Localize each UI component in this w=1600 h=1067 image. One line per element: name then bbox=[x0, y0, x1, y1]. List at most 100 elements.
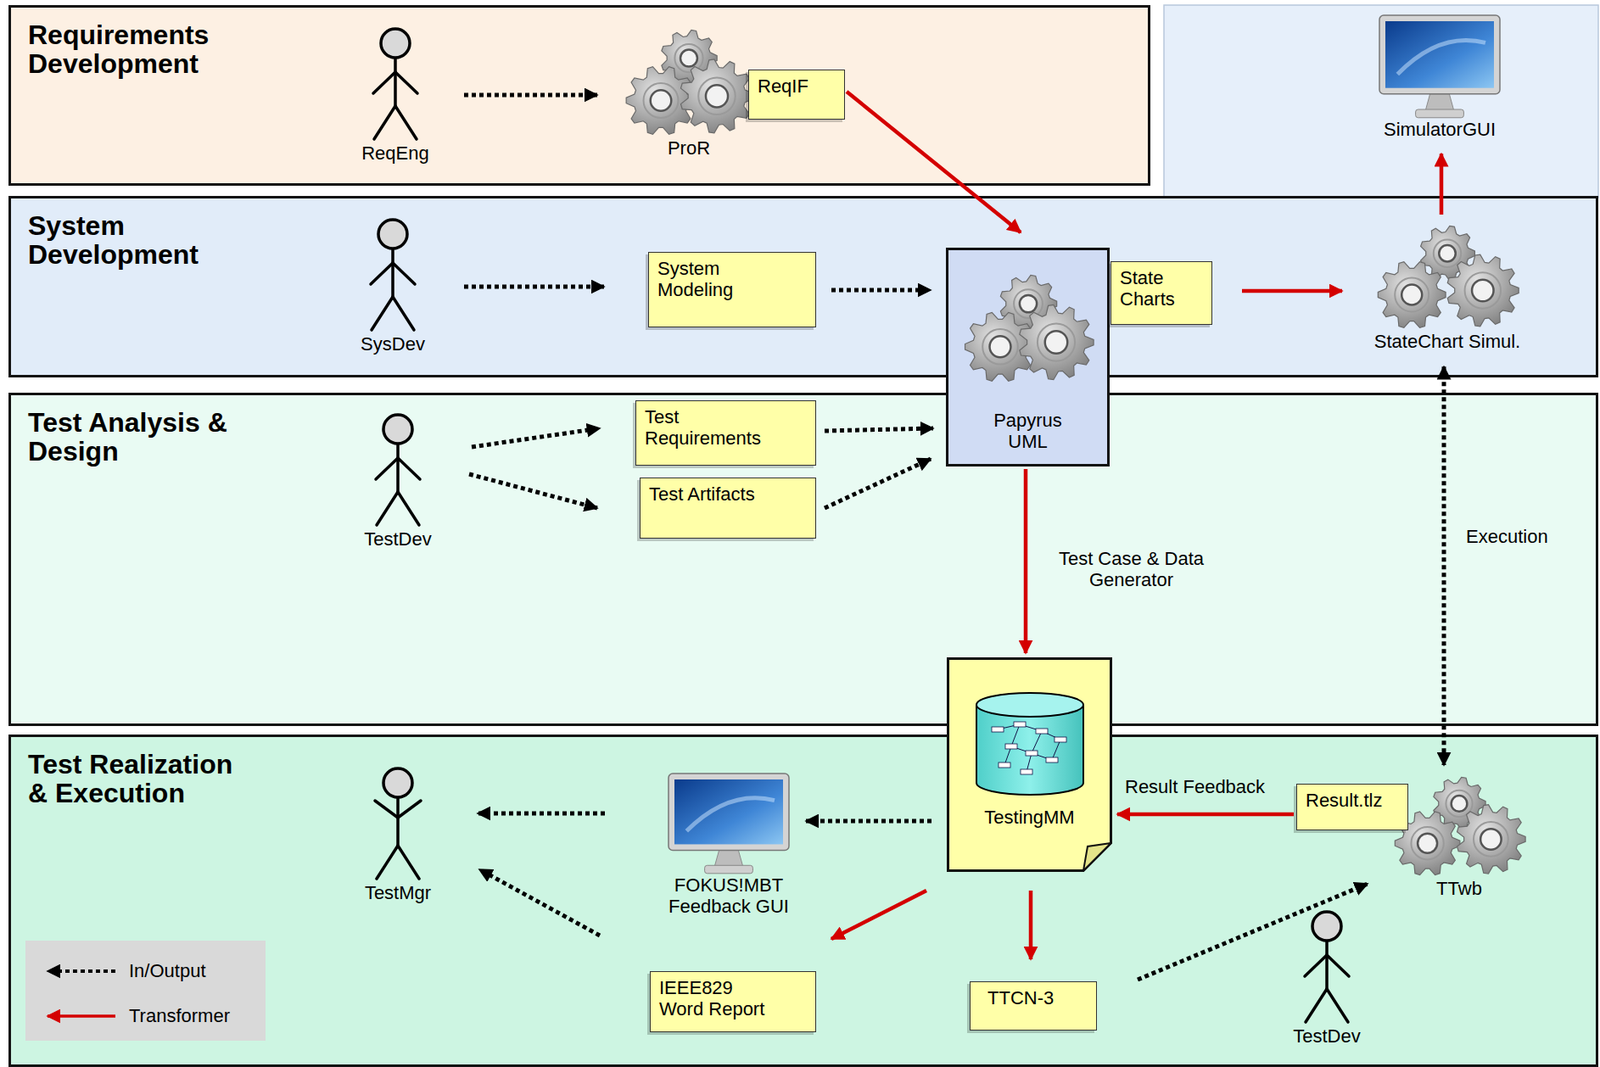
stick-figure bbox=[370, 219, 415, 331]
monitor-icon: FOKUS!MBT Feedback GUI bbox=[652, 773, 806, 918]
gear-hole bbox=[1417, 833, 1438, 854]
database-svg bbox=[973, 691, 1087, 797]
actor-limb bbox=[397, 845, 420, 879]
connector bbox=[477, 811, 605, 817]
actor-limb bbox=[396, 797, 400, 846]
gear-ring bbox=[1036, 324, 1075, 362]
note-text: ReqIF bbox=[757, 75, 826, 97]
monitor-stand bbox=[1425, 94, 1455, 112]
db-link bbox=[1031, 731, 1042, 754]
monitor-group bbox=[668, 773, 789, 874]
actor-head bbox=[383, 768, 413, 798]
monitor-base bbox=[1415, 109, 1465, 118]
connector bbox=[1023, 469, 1029, 654]
swimlane: Test Analysis & DesignTestDevTest Requir… bbox=[8, 392, 1599, 727]
icon-svg bbox=[368, 411, 428, 529]
db-box bbox=[1054, 737, 1067, 743]
note-text: System Modeling bbox=[657, 257, 768, 302]
connector bbox=[471, 428, 600, 448]
gear-ring bbox=[698, 78, 736, 116]
screen-swirl bbox=[686, 798, 775, 832]
db-box bbox=[1025, 750, 1038, 756]
connector bbox=[464, 285, 605, 290]
note-box: ReqIF bbox=[748, 69, 845, 120]
legend-sample bbox=[42, 959, 119, 984]
actor-figure: SysDev bbox=[346, 216, 440, 355]
gear-group bbox=[1394, 777, 1526, 875]
db-box bbox=[998, 762, 1011, 768]
gear-hole bbox=[1018, 295, 1036, 313]
stick-figure bbox=[374, 768, 421, 879]
gear-ring bbox=[1473, 822, 1509, 857]
db-box bbox=[1046, 757, 1058, 763]
gear-ring bbox=[1013, 289, 1043, 319]
actor-limb bbox=[374, 106, 396, 140]
monitor-base bbox=[704, 865, 754, 874]
lane-title: System Development bbox=[27, 212, 258, 269]
gear-group bbox=[964, 274, 1094, 381]
tool-box: Papyrus UML bbox=[945, 247, 1110, 467]
db-link bbox=[1051, 739, 1061, 761]
actor-limb bbox=[376, 845, 398, 879]
actor-limb bbox=[393, 57, 398, 107]
swimlane: System DevelopmentSysDevSystem ModelingS… bbox=[8, 195, 1599, 378]
actor-limb bbox=[371, 296, 393, 331]
gear-hole bbox=[1471, 279, 1494, 303]
tool-gears: TTwb bbox=[1387, 776, 1532, 900]
icon-svg bbox=[1297, 908, 1357, 1026]
actor-label: ReqEng bbox=[361, 142, 430, 164]
document-label: TestingMM bbox=[984, 806, 1075, 828]
icon-svg bbox=[668, 773, 789, 875]
icon-svg bbox=[625, 28, 753, 138]
gear-wheel bbox=[680, 59, 754, 134]
lane-title: Requirements Development bbox=[27, 21, 258, 79]
icon-svg bbox=[368, 765, 428, 883]
actor-head bbox=[383, 414, 413, 444]
gear-wheel bbox=[1018, 305, 1093, 381]
gear-hole bbox=[1401, 285, 1422, 306]
note-box: State Charts bbox=[1110, 261, 1213, 325]
gear-ring bbox=[1410, 827, 1444, 860]
actor-figure: TestMgr bbox=[351, 765, 445, 904]
note-text: IEEE829 Word Report bbox=[659, 977, 770, 1021]
gear-hole bbox=[650, 89, 672, 112]
actor-limb bbox=[370, 262, 393, 285]
actor-figure: ReqEng bbox=[348, 25, 442, 164]
actor-figure: TestDev bbox=[1280, 908, 1374, 1047]
actor-limb bbox=[376, 492, 398, 526]
monitor-frame bbox=[1379, 15, 1500, 95]
note-box: Test Artifacts bbox=[639, 477, 817, 539]
document-outline bbox=[948, 659, 1112, 872]
note-box: TTCN-3 bbox=[969, 981, 1097, 1031]
db-box bbox=[1020, 769, 1033, 775]
icon-label: StateChart Simul. bbox=[1374, 330, 1521, 353]
gear-hole bbox=[1451, 795, 1468, 812]
stick-figure bbox=[375, 414, 420, 526]
actor-limb bbox=[397, 800, 421, 818]
db-box bbox=[991, 727, 1004, 733]
legend-text: In/Output bbox=[128, 959, 207, 984]
connector bbox=[464, 93, 598, 98]
stick-figure bbox=[1304, 911, 1349, 1023]
monitor-screen bbox=[1385, 21, 1494, 89]
icon-svg bbox=[1366, 224, 1528, 331]
actor-limb bbox=[397, 458, 420, 480]
gear-hole bbox=[1438, 245, 1456, 263]
db-side bbox=[975, 704, 978, 784]
gear-icon bbox=[964, 274, 1092, 385]
gear-ring bbox=[1465, 272, 1502, 309]
document-fold bbox=[1083, 843, 1112, 872]
actor-limb bbox=[395, 106, 417, 140]
gear-ring bbox=[1394, 278, 1429, 313]
note-text: Test Artifacts bbox=[648, 483, 807, 505]
icon-svg bbox=[1387, 776, 1532, 879]
gear-hole bbox=[1044, 330, 1068, 354]
legend-row: Transformer bbox=[25, 1004, 266, 1029]
db-box bbox=[1035, 728, 1048, 734]
simulator-region bbox=[1163, 5, 1599, 198]
legend-sample bbox=[42, 1004, 119, 1029]
monitor-frame bbox=[668, 773, 789, 851]
gear-ring bbox=[674, 44, 703, 73]
connector bbox=[1442, 366, 1447, 766]
actor-head bbox=[1312, 911, 1342, 941]
